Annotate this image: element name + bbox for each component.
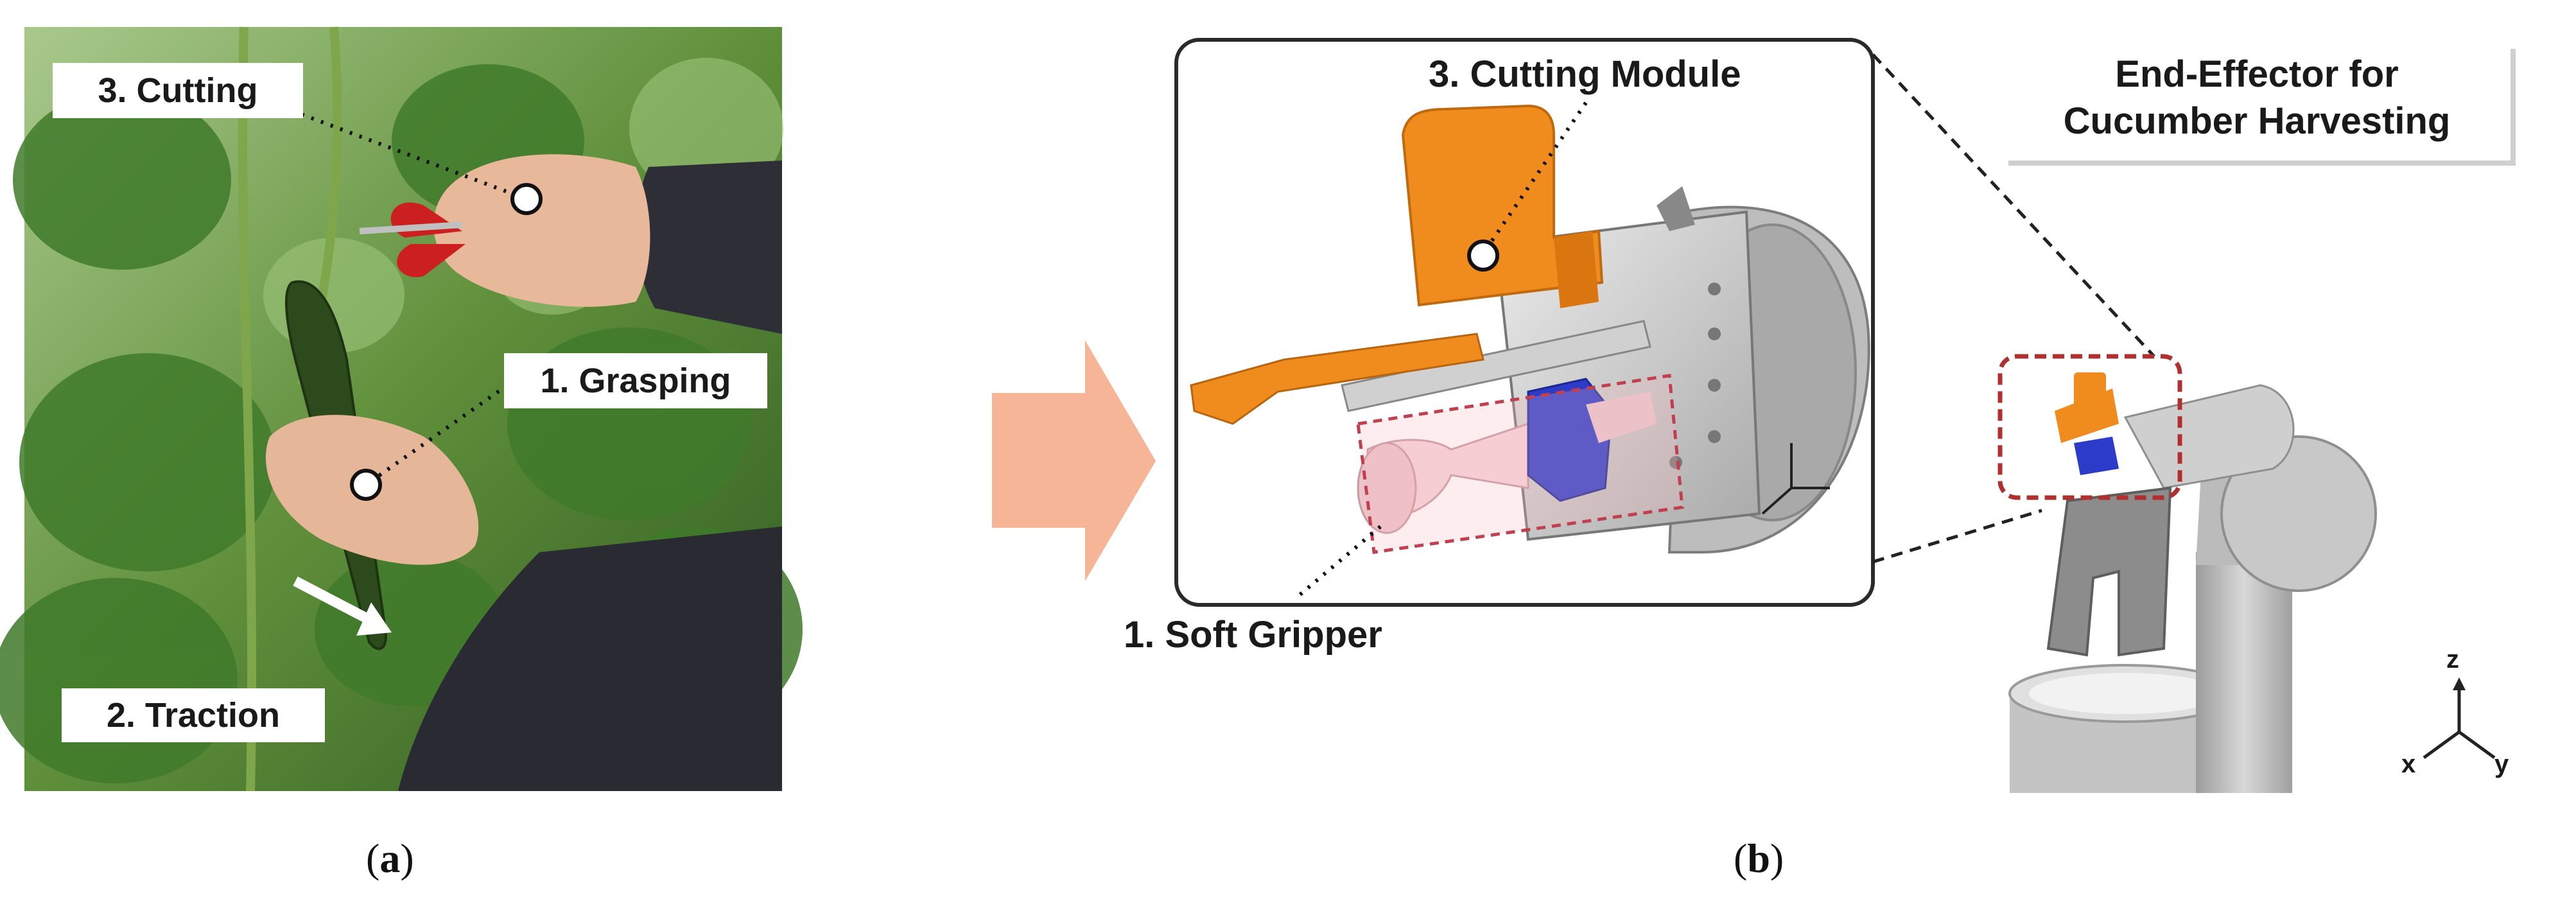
label-grasping: 1. Grasping (504, 353, 767, 408)
scissors-icon (359, 202, 466, 277)
title-line-2: Cucumber Harvesting (2063, 100, 2451, 142)
marker-dot-cutting (1467, 240, 1499, 272)
caption-b-letter: b (1747, 835, 1770, 881)
flow-arrow-icon (992, 340, 1156, 581)
axis-x-label: x (2401, 750, 2416, 778)
soft-gripper-highlight (1356, 374, 1684, 554)
inner-axes-icon (1761, 443, 1830, 515)
axes-icon (2423, 684, 2496, 760)
caption-b: (b) (1734, 835, 1784, 881)
axis-y-label: y (2494, 750, 2509, 778)
marker-dots-a (350, 183, 543, 501)
title-line-1: End-Effector for (2115, 53, 2399, 95)
label-traction: 2. Traction (62, 688, 325, 742)
label-soft-gripper: 1. Soft Gripper (1124, 614, 1382, 656)
axis-z-label: z (2446, 645, 2459, 674)
caption-a: (a) (366, 835, 414, 881)
cutting-module-block (1401, 104, 1604, 307)
caption-a-letter: a (379, 835, 401, 881)
panel-b-detail-frame (1174, 38, 1875, 607)
label-cutting: 3. Cutting (53, 63, 303, 118)
panel-a-photo (0, 26, 803, 792)
cutting-finger (1190, 333, 1484, 425)
label-cutting-module: 3. Cutting Module (1429, 53, 1741, 95)
upper-hand (433, 154, 650, 307)
traction-arrow-icon (293, 576, 392, 636)
zoom-connector-lines (1872, 53, 2155, 564)
leader-lines-a (252, 94, 528, 487)
title-box: End-Effector for Cucumber Harvesting (2003, 44, 2511, 161)
robot-arm (1997, 354, 2377, 793)
